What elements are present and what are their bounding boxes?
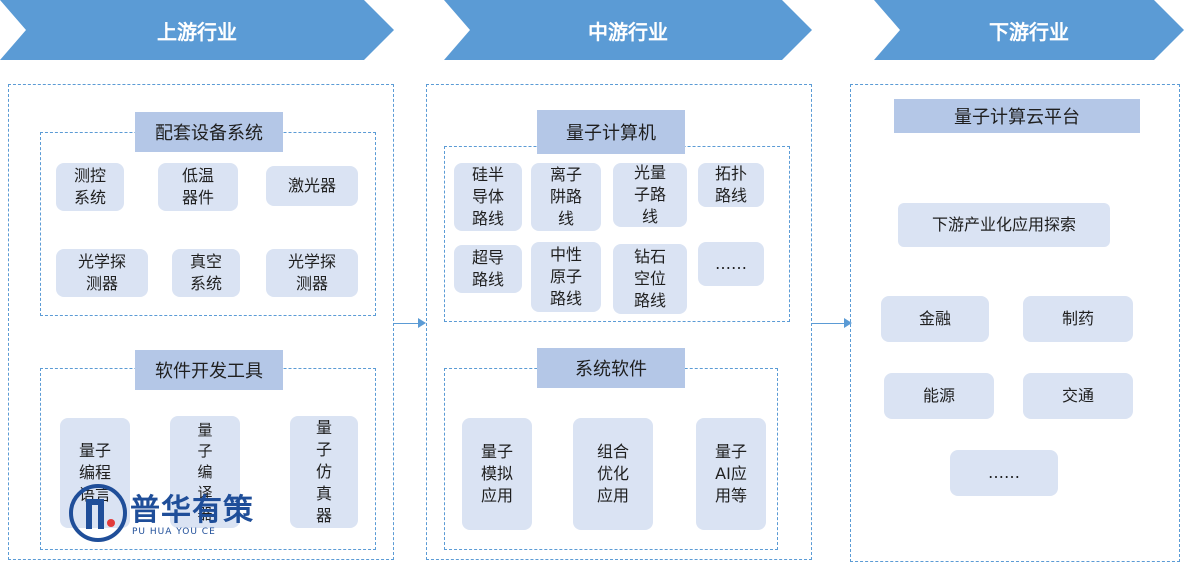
system-software-item: 量子 模拟 应用 <box>462 418 532 530</box>
equipment-item: 真空 系统 <box>172 249 240 297</box>
downstream-item: 制药 <box>1023 296 1133 342</box>
stage-title-midstream: 中游行业 <box>588 19 668 44</box>
arrow-shape <box>444 0 812 60</box>
route-item: 光量 子路 线 <box>613 163 687 227</box>
software-tool-item: 量 子 编 译 器 <box>170 416 240 528</box>
downstream-explore-box: 下游产业化应用探索 <box>898 203 1110 247</box>
downstream-item: 能源 <box>884 373 994 419</box>
route-item: 硅半 导体 路线 <box>454 163 522 231</box>
equipment-item: 测控 系统 <box>56 163 124 211</box>
watermark-logo: 普华有策 PU HUA YOU CE <box>68 483 258 545</box>
route-item: 超导 路线 <box>454 245 522 293</box>
route-item: 离子 阱路 线 <box>531 163 601 231</box>
stage-arrow-downstream <box>874 0 1184 60</box>
stage-arrow-upstream <box>0 0 394 60</box>
stage-title-upstream: 上游行业 <box>157 19 237 44</box>
watermark-subtext: PU HUA YOU CE <box>132 527 216 537</box>
arrow-shape <box>0 0 394 60</box>
arrow-shape <box>874 0 1184 60</box>
route-item: 钻石 空位 路线 <box>613 244 687 314</box>
connector-up-mid-tip <box>418 318 426 328</box>
system-software-item: 量子 AI应 用等 <box>696 418 766 530</box>
software-tool-item: 量 子 仿 真 器 <box>290 416 358 528</box>
equipment-group-label: 配套设备系统 <box>135 112 283 152</box>
equipment-item: 低温 器件 <box>158 163 238 211</box>
downstream-item: 交通 <box>1023 373 1133 419</box>
equipment-item: 光学探 测器 <box>266 249 358 297</box>
connector-up-mid <box>394 323 418 324</box>
connector-mid-down-tip <box>844 318 852 328</box>
equipment-item: 激光器 <box>266 166 358 206</box>
system-software-group-label: 系统软件 <box>537 348 685 388</box>
downstream-panel <box>850 84 1180 562</box>
quantum-computer-group-label: 量子计算机 <box>537 110 685 154</box>
stage-arrow-midstream <box>444 0 812 60</box>
equipment-item: 光学探 测器 <box>56 249 148 297</box>
watermark-text: 普华有策 <box>130 493 254 528</box>
downstream-item: …… <box>950 450 1058 496</box>
route-item: 中性 原子 路线 <box>531 242 601 312</box>
midstream-panel <box>426 84 812 560</box>
logo-icon <box>69 484 127 542</box>
downstream-item: 金融 <box>881 296 989 342</box>
connector-mid-down <box>812 323 844 324</box>
cloud-platform-label: 量子计算云平台 <box>894 99 1140 133</box>
route-item: …… <box>698 242 764 286</box>
upstream-panel <box>8 84 394 560</box>
stage-title-downstream: 下游行业 <box>989 19 1069 44</box>
software-tools-group-label: 软件开发工具 <box>135 350 283 390</box>
route-item: 拓扑 路线 <box>698 163 764 207</box>
system-software-item: 组合 优化 应用 <box>573 418 653 530</box>
